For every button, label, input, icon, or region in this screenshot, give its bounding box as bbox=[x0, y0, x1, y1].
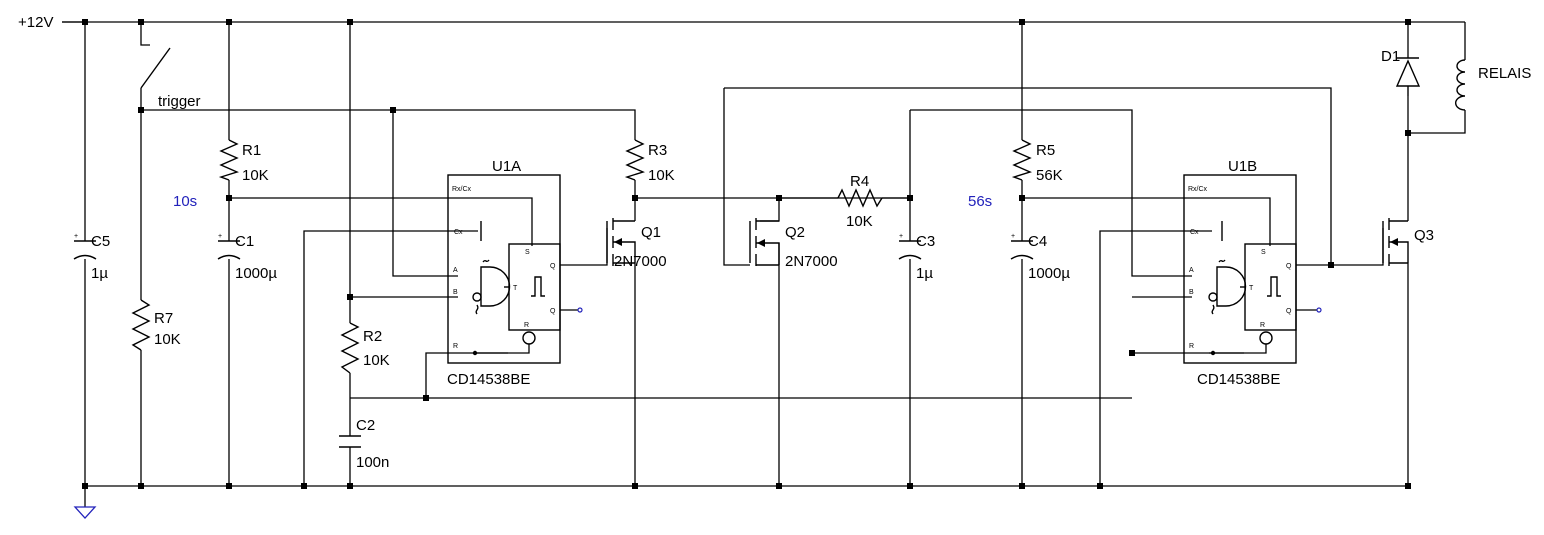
ic-u1b: U1B CD14538BE Rx/Cx Cx S A B T Q Q R R bbox=[1183, 158, 1322, 388]
c2-ref: C2 bbox=[356, 417, 375, 434]
mosfet-q3: Q3 bbox=[1382, 218, 1434, 266]
svg-text:R: R bbox=[1189, 343, 1194, 350]
relay-coil: RELAIS bbox=[1454, 59, 1531, 111]
c5-ref: C5 bbox=[91, 233, 110, 250]
q2-ref: Q2 bbox=[785, 224, 805, 241]
ground-icon bbox=[73, 506, 97, 519]
q2-part: 2N7000 bbox=[785, 253, 838, 270]
ic-u1a: U1A CD14538BE Rx/Cx Cx S A B T Q Q R R bbox=[447, 158, 583, 388]
capacitor-c5: + C5 1µ bbox=[73, 233, 110, 282]
svg-text:Q: Q bbox=[550, 263, 556, 270]
u1b-ref: U1B bbox=[1228, 158, 1257, 175]
svg-text:+: + bbox=[74, 233, 78, 240]
u1a-part: CD14538BE bbox=[447, 371, 530, 388]
c3-value: 1µ bbox=[916, 265, 933, 282]
svg-text:S: S bbox=[1261, 249, 1266, 256]
svg-text:Rx/Cx: Rx/Cx bbox=[1188, 186, 1208, 193]
svg-text:B: B bbox=[453, 289, 458, 296]
timing-label-56s: 56s bbox=[968, 193, 992, 210]
capacitor-c3: + C3 1µ bbox=[898, 233, 935, 282]
trigger-label: trigger bbox=[158, 93, 201, 110]
timing-label-10s: 10s bbox=[173, 193, 197, 210]
r2-value: 10K bbox=[363, 352, 390, 369]
mosfet-q2: Q2 2N7000 bbox=[749, 218, 838, 270]
r7-ref: R7 bbox=[154, 310, 173, 327]
svg-text:R: R bbox=[524, 322, 529, 329]
r1-ref: R1 bbox=[242, 142, 261, 159]
diode-d1: D1 bbox=[1381, 48, 1421, 96]
c3-ref: C3 bbox=[916, 233, 935, 250]
r7-value: 10K bbox=[154, 331, 181, 348]
c4-value: 1000µ bbox=[1028, 265, 1070, 282]
c1-value: 1000µ bbox=[235, 265, 277, 282]
svg-text:A: A bbox=[453, 267, 458, 274]
r4-value: 10K bbox=[846, 213, 873, 230]
resistor-r5: R5 56K bbox=[1011, 139, 1063, 184]
resistor-r7: R7 10K bbox=[131, 299, 181, 351]
svg-text:+: + bbox=[1011, 233, 1015, 240]
u1a-ref: U1A bbox=[492, 158, 521, 175]
svg-text:Cx: Cx bbox=[454, 229, 463, 236]
r2-ref: R2 bbox=[363, 328, 382, 345]
q1-part: 2N7000 bbox=[614, 253, 667, 270]
u1b-qbar-open bbox=[1316, 307, 1322, 313]
wires bbox=[62, 21, 1466, 507]
r3-value: 10K bbox=[648, 167, 675, 184]
u1a-qbar-open bbox=[577, 307, 583, 313]
u1b-part: CD14538BE bbox=[1197, 371, 1280, 388]
r5-ref: R5 bbox=[1036, 142, 1055, 159]
r3-ref: R3 bbox=[648, 142, 667, 159]
svg-text:B: B bbox=[1189, 289, 1194, 296]
trigger-switch bbox=[140, 47, 171, 89]
svg-text:Q: Q bbox=[1286, 308, 1292, 315]
svg-text:T: T bbox=[1249, 285, 1254, 292]
svg-text:A: A bbox=[1189, 267, 1194, 274]
svg-text:Q: Q bbox=[550, 308, 556, 315]
supply-label: +12V bbox=[18, 14, 53, 31]
c2-value: 100n bbox=[356, 454, 389, 471]
svg-text:Cx: Cx bbox=[1190, 229, 1199, 236]
mosfet-q1: Q1 2N7000 bbox=[606, 218, 667, 270]
resistor-r1: R1 10K bbox=[218, 139, 269, 184]
capacitor-c2: C2 100n bbox=[339, 417, 389, 471]
svg-text:+: + bbox=[899, 233, 903, 240]
c1-ref: C1 bbox=[235, 233, 254, 250]
r4-ref: R4 bbox=[850, 173, 869, 190]
svg-text:R: R bbox=[1260, 322, 1265, 329]
q3-ref: Q3 bbox=[1414, 227, 1434, 244]
capacitor-c1: + C1 1000µ bbox=[217, 233, 277, 282]
svg-text:S: S bbox=[525, 249, 530, 256]
r5-value: 56K bbox=[1036, 167, 1063, 184]
svg-text:Q: Q bbox=[1286, 263, 1292, 270]
svg-text:+: + bbox=[218, 233, 222, 240]
svg-text:Rx/Cx: Rx/Cx bbox=[452, 186, 472, 193]
resistor-r4: R4 10K bbox=[837, 173, 883, 230]
r1-value: 10K bbox=[242, 167, 269, 184]
c4-ref: C4 bbox=[1028, 233, 1047, 250]
resistor-r3: R3 10K bbox=[624, 139, 675, 184]
d1-ref: D1 bbox=[1381, 48, 1400, 65]
relay-label: RELAIS bbox=[1478, 65, 1531, 82]
svg-text:R: R bbox=[453, 343, 458, 350]
q1-ref: Q1 bbox=[641, 224, 661, 241]
junctions bbox=[82, 19, 1411, 489]
capacitor-c4: + C4 1000µ bbox=[1010, 233, 1070, 282]
c5-value: 1µ bbox=[91, 265, 108, 282]
svg-text:T: T bbox=[513, 285, 518, 292]
resistor-r2: R2 10K bbox=[340, 322, 390, 374]
